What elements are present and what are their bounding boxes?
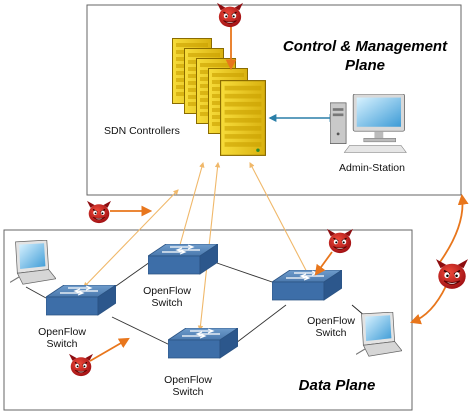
switch-label: Switch bbox=[173, 386, 204, 398]
sdn-controllers-label: SDN Controllers bbox=[104, 125, 180, 137]
switch-label: OpenFlow bbox=[307, 315, 355, 327]
controller-switch-links bbox=[83, 161, 311, 332]
control-plane-title-line2: Plane bbox=[345, 57, 385, 74]
switch-label: OpenFlow bbox=[38, 326, 86, 338]
admin-station-label: Admin-Station bbox=[339, 162, 405, 174]
devil-icon bbox=[86, 200, 112, 224]
devil-icon bbox=[435, 258, 469, 290]
switch-label: Switch bbox=[152, 297, 183, 309]
data-plane-title: Data Plane bbox=[299, 377, 376, 394]
attack-arrows bbox=[89, 26, 469, 362]
control-plane-title: Control & Management bbox=[283, 38, 448, 55]
switch-label: OpenFlow bbox=[164, 374, 212, 386]
switch-label: Switch bbox=[47, 338, 78, 350]
switch-label: OpenFlow bbox=[143, 285, 191, 297]
switch-label: Switch bbox=[316, 327, 347, 339]
server-rack-icon bbox=[220, 80, 266, 156]
